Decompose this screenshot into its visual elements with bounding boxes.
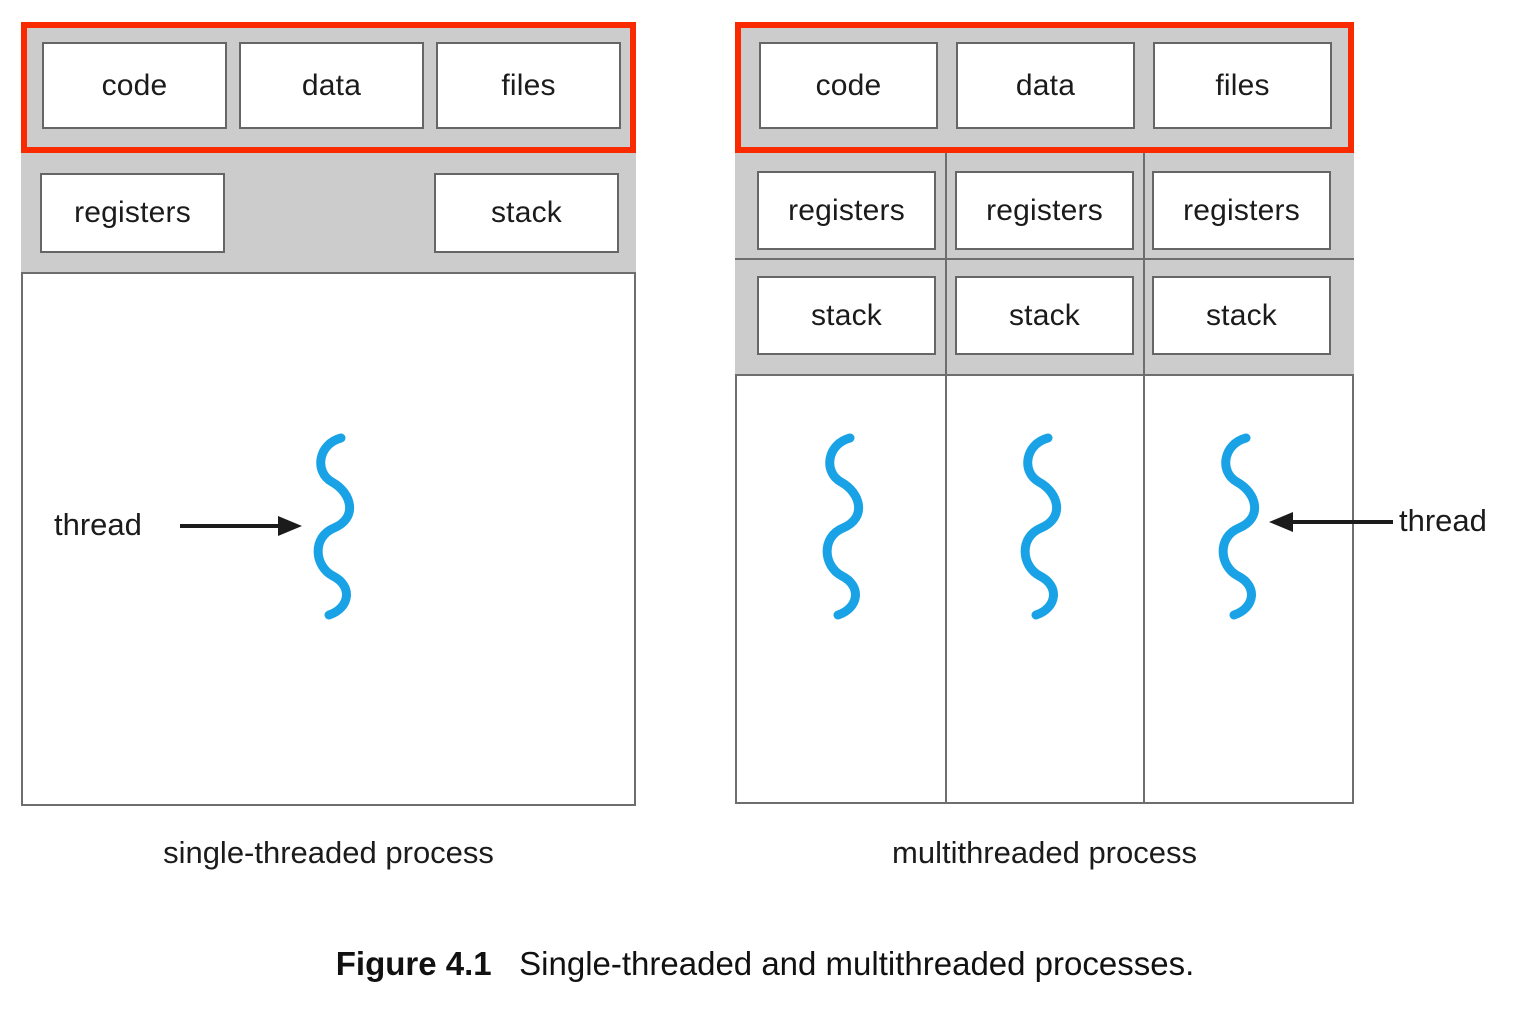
thread-annotation-label-left: thread bbox=[54, 507, 142, 542]
cell-registers-thread-2[interactable]: registers bbox=[955, 171, 1134, 250]
cell-registers[interactable]: registers bbox=[40, 173, 225, 253]
cell-registers-thread-1[interactable]: registers bbox=[757, 171, 936, 250]
thread-arrow-left-icon bbox=[1269, 512, 1393, 532]
cell-stack-thread-1[interactable]: stack bbox=[757, 276, 936, 355]
figure-number: Figure 4.1 bbox=[335, 945, 492, 982]
thread-arrow-right-icon bbox=[180, 516, 302, 536]
thread-squiggle-2 bbox=[1020, 433, 1062, 620]
cell-stack[interactable]: stack bbox=[434, 173, 619, 253]
thread-column-divider-2 bbox=[1143, 153, 1145, 802]
cell-files[interactable]: files bbox=[1153, 42, 1332, 129]
shared-resources-highlight-band-right: code data files bbox=[735, 22, 1354, 153]
thread-column-divider-1 bbox=[945, 153, 947, 802]
cell-code[interactable]: code bbox=[42, 42, 227, 129]
single-threaded-process-panel: code data files registers stack thread bbox=[21, 22, 636, 806]
cell-stack-thread-3[interactable]: stack bbox=[1152, 276, 1331, 355]
cell-data[interactable]: data bbox=[239, 42, 424, 129]
shade-body-divider-right bbox=[735, 374, 1354, 376]
cell-code[interactable]: code bbox=[759, 42, 938, 129]
thread-squiggle-1 bbox=[313, 433, 355, 620]
registers-stack-divider bbox=[735, 258, 1354, 260]
thread-annotation-label-right: thread bbox=[1399, 503, 1487, 538]
shared-resources-highlight-band-left: code data files bbox=[21, 22, 636, 153]
multithreaded-process-panel: code data files registers registers regi… bbox=[735, 22, 1354, 804]
thread-squiggle-1 bbox=[822, 433, 864, 620]
cell-stack-thread-2[interactable]: stack bbox=[955, 276, 1134, 355]
cell-files[interactable]: files bbox=[436, 42, 621, 129]
single-thread-state-row: registers stack bbox=[23, 153, 634, 274]
cell-data[interactable]: data bbox=[956, 42, 1135, 129]
shade-body-divider-left bbox=[21, 272, 636, 274]
registers-row: registers registers registers bbox=[737, 153, 1352, 258]
multithreaded-process-caption: multithreaded process bbox=[892, 835, 1197, 870]
figure-caption: Figure 4.1 Single-threaded and multithre… bbox=[0, 945, 1530, 983]
thread-squiggle-3 bbox=[1218, 433, 1260, 620]
figure-caption-text: Single-threaded and multithreaded proces… bbox=[519, 945, 1195, 982]
stack-row: stack stack stack bbox=[737, 260, 1352, 376]
cell-registers-thread-3[interactable]: registers bbox=[1152, 171, 1331, 250]
single-threaded-process-caption: single-threaded process bbox=[163, 835, 494, 870]
